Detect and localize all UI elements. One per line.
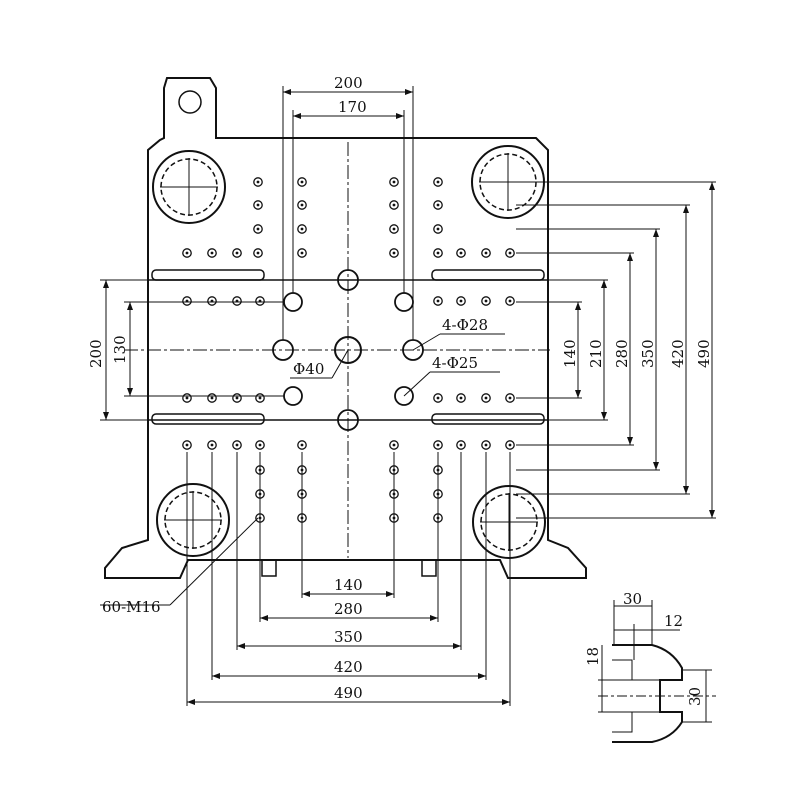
tapped-hole xyxy=(456,248,466,258)
tapped-hole xyxy=(232,393,242,403)
tapped-hole xyxy=(207,296,217,306)
t-slots xyxy=(151,269,545,425)
right-dim-label: 280 xyxy=(613,339,631,368)
tapped-hole xyxy=(481,440,491,450)
callout-hole-25: 4-Φ25 xyxy=(432,354,478,372)
tapped-hole xyxy=(433,248,443,258)
tapped-hole xyxy=(297,248,307,258)
tapped-hole xyxy=(232,440,242,450)
tapped-hole xyxy=(389,224,399,234)
detail-dim-offset: 12 xyxy=(664,612,683,630)
tapped-hole xyxy=(297,200,307,210)
tapped-hole xyxy=(182,393,192,403)
tapped-hole xyxy=(433,177,443,187)
tie-bar-bottom-right xyxy=(472,485,546,559)
tapped-hole xyxy=(182,440,192,450)
tapped-hole xyxy=(207,393,217,403)
tapped-hole xyxy=(207,248,217,258)
right-dim-3: 350 xyxy=(516,228,660,471)
tapped-hole xyxy=(232,248,242,258)
tapped-hole xyxy=(255,296,265,306)
right-dim-5: 490 xyxy=(516,181,716,519)
tapped-hole xyxy=(433,440,443,450)
tapped-hole xyxy=(481,393,491,403)
tapped-hole xyxy=(297,440,307,450)
callout-hole-28: 4-Φ28 xyxy=(442,316,488,334)
left-dimensions: 200 130 xyxy=(87,279,338,421)
left-dim-inner: 130 xyxy=(111,335,129,364)
right-dim-1: 210 xyxy=(516,279,608,421)
tapped-hole xyxy=(505,248,515,258)
tapped-hole xyxy=(456,296,466,306)
tapped-hole xyxy=(456,393,466,403)
tapped-hole xyxy=(481,248,491,258)
tapped-hole xyxy=(253,177,263,187)
tapped-hole xyxy=(253,248,263,258)
right-dimensions: 140 210 280 350 420 490 xyxy=(516,181,716,519)
callouts: 4-Φ28 4-Φ25 Φ40 60-M16 xyxy=(100,316,505,616)
left-dim-outer: 200 xyxy=(87,339,105,368)
tapped-hole xyxy=(481,296,491,306)
right-dim-label: 210 xyxy=(587,339,605,368)
hole-25-bl xyxy=(283,386,303,406)
tapped-hole xyxy=(255,440,265,450)
tapped-hole xyxy=(253,200,263,210)
detail-dim-depth: 18 xyxy=(584,647,602,666)
callout-tapped: 60-M16 xyxy=(102,598,161,616)
tapped-hole xyxy=(433,296,443,306)
hole-25-br xyxy=(394,386,414,406)
bottom-dim-label: 490 xyxy=(334,684,363,702)
bottom-dim-label: 350 xyxy=(334,628,363,646)
detail-dim-width: 30 xyxy=(623,590,642,608)
bottom-dim-label: 280 xyxy=(334,600,363,618)
right-dim-label: 140 xyxy=(561,339,579,368)
tapped-hole xyxy=(297,224,307,234)
right-dim-4: 420 xyxy=(516,204,690,495)
tapped-hole xyxy=(389,177,399,187)
tapped-hole xyxy=(505,393,515,403)
bottom-dim-4: 490 xyxy=(186,452,511,706)
detail-dim-height: 30 xyxy=(686,687,704,706)
top-dim-outer: 200 xyxy=(334,74,363,92)
tapped-hole xyxy=(505,440,515,450)
tapped-hole xyxy=(182,248,192,258)
tapped-hole xyxy=(456,440,466,450)
tapped-hole xyxy=(182,296,192,306)
bottom-dimensions: 140 280 350 420 490 xyxy=(186,452,511,706)
tapped-hole xyxy=(389,200,399,210)
tapped-hole xyxy=(253,224,263,234)
tapped-hole xyxy=(433,224,443,234)
tapped-hole xyxy=(297,177,307,187)
tapped-hole xyxy=(433,200,443,210)
tapped-hole xyxy=(389,248,399,258)
top-dim-inner: 170 xyxy=(338,98,367,116)
callout-center-40: Φ40 xyxy=(293,360,324,378)
slot-detail: 30 12 18 30 xyxy=(584,590,716,743)
bottom-dim-label: 420 xyxy=(334,658,363,676)
bottom-dim-1: 280 xyxy=(259,452,439,622)
hole-25-tr xyxy=(394,292,414,312)
bottom-dim-label: 140 xyxy=(334,576,363,594)
bottom-dim-2: 350 xyxy=(236,452,462,650)
tapped-hole xyxy=(255,393,265,403)
tapped-hole xyxy=(389,440,399,450)
right-dim-label: 420 xyxy=(669,339,687,368)
tapped-hole xyxy=(505,296,515,306)
right-dim-label: 350 xyxy=(639,339,657,368)
tapped-hole xyxy=(207,440,217,450)
top-dimensions: 200 170 xyxy=(282,74,414,340)
tapped-hole xyxy=(232,296,242,306)
tapped-hole xyxy=(433,393,443,403)
center-hole-40 xyxy=(334,336,362,364)
hole-25-tl xyxy=(283,292,303,312)
tie-bar-bottom-left xyxy=(156,483,230,557)
right-dim-2: 280 xyxy=(516,252,634,446)
right-dim-0: 140 xyxy=(516,301,582,399)
bottom-dim-3: 420 xyxy=(211,452,487,680)
tie-bar-top-left xyxy=(152,150,226,224)
bottom-dim-0: 140 xyxy=(301,452,395,598)
right-dim-label: 490 xyxy=(695,339,713,368)
